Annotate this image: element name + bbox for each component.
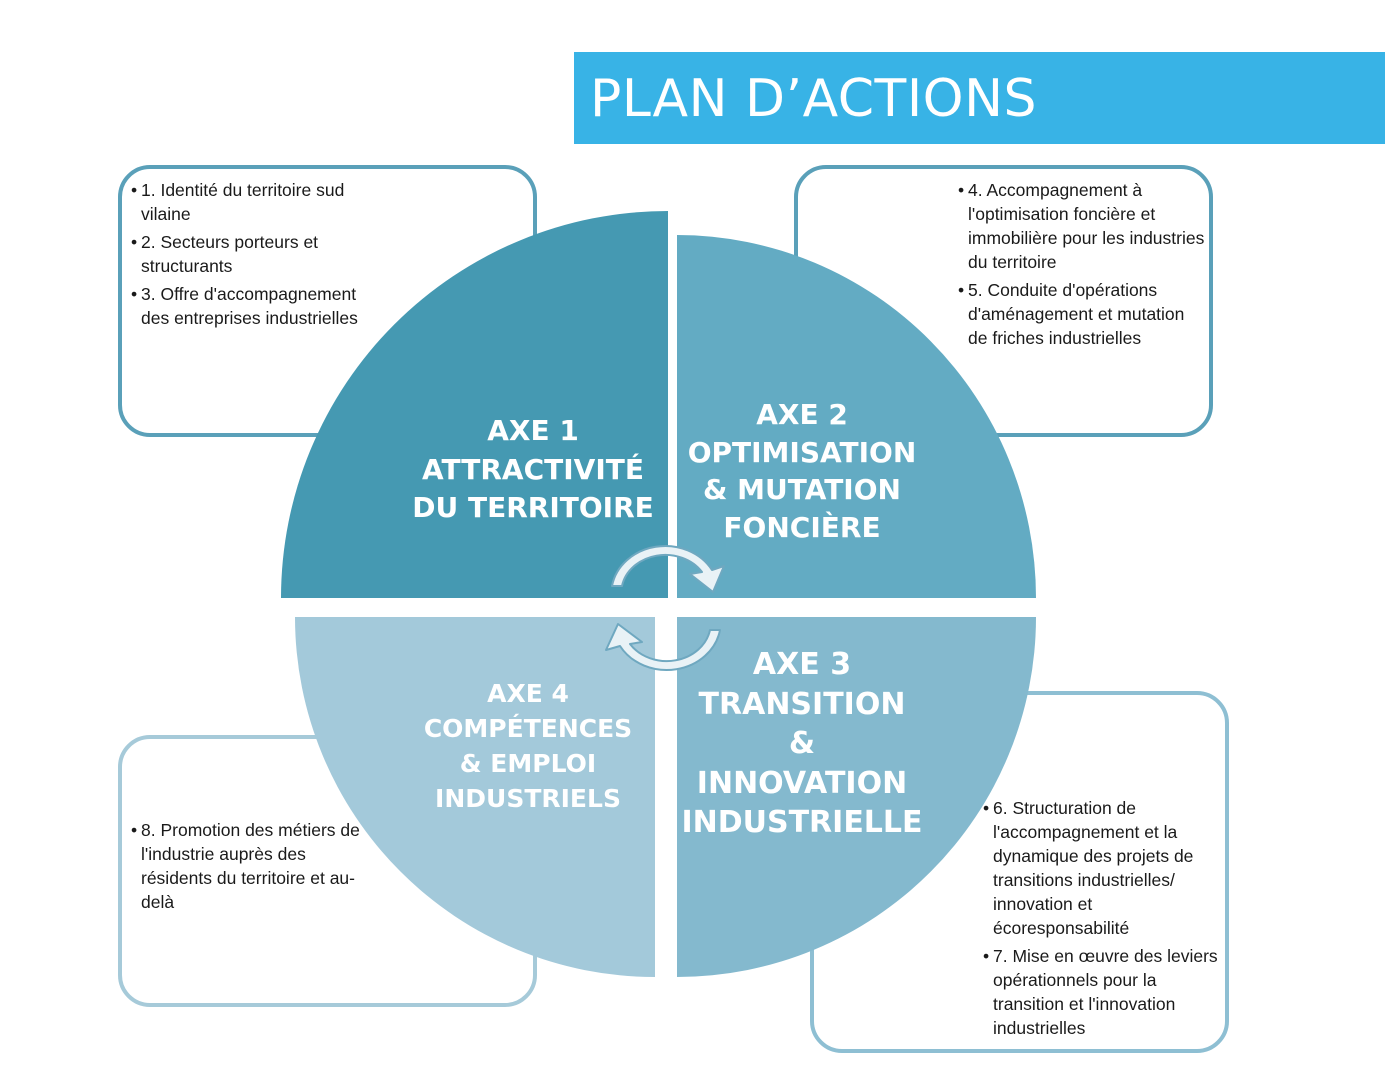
action-item: 7. Mise en œuvre des leviers opérationne… xyxy=(983,944,1223,1040)
actions-list-axe3: 6. Structuration de l'accompagnement et … xyxy=(983,796,1223,1044)
actions-list-axe4: 8. Promotion des métiers de l'industrie … xyxy=(131,818,371,918)
action-item: 6. Structuration de l'accompagnement et … xyxy=(983,796,1223,940)
action-item: 1. Identité du territoire sud vilaine xyxy=(131,178,371,226)
quadrant-axe1 xyxy=(281,211,668,598)
page-title: PLAN D’ACTIONS xyxy=(590,69,1037,129)
axe2-label: AXE 2 OPTIMISATION & MUTATION FONCIÈRE xyxy=(687,398,917,544)
action-item: 2. Secteurs porteurs et structurants xyxy=(131,230,371,278)
quadrant-axe2 xyxy=(677,235,1036,598)
action-item: 3. Offre d'accompagnement des entreprise… xyxy=(131,282,371,330)
axe3-label: AXE 3 TRANSITION & INNOVATION INDUSTRIEL… xyxy=(681,647,923,840)
action-item: 4. Accompagnement à l'optimisation fonci… xyxy=(958,178,1208,274)
actions-list-axe2: 4. Accompagnement à l'optimisation fonci… xyxy=(958,178,1208,354)
axe1-label: AXE 1 ATTRACTIVITÉ DU TERRITOIRE xyxy=(412,414,654,524)
action-item: 5. Conduite d'opérations d'aménagement e… xyxy=(958,278,1208,350)
action-item: 8. Promotion des métiers de l'industrie … xyxy=(131,818,371,914)
quadrant-axe3 xyxy=(677,617,1036,977)
cycle-arrow-bottom-icon xyxy=(605,623,721,671)
axe4-label: AXE 4 COMPÉTENCES & EMPLOI INDUSTRIELS xyxy=(423,679,633,813)
title-bar: PLAN D’ACTIONS xyxy=(574,52,1385,144)
actions-list-axe1: 1. Identité du territoire sud vilaine 2.… xyxy=(131,178,371,334)
cycle-arrow-top-icon xyxy=(611,545,725,593)
quadrant-axe4 xyxy=(295,617,655,977)
